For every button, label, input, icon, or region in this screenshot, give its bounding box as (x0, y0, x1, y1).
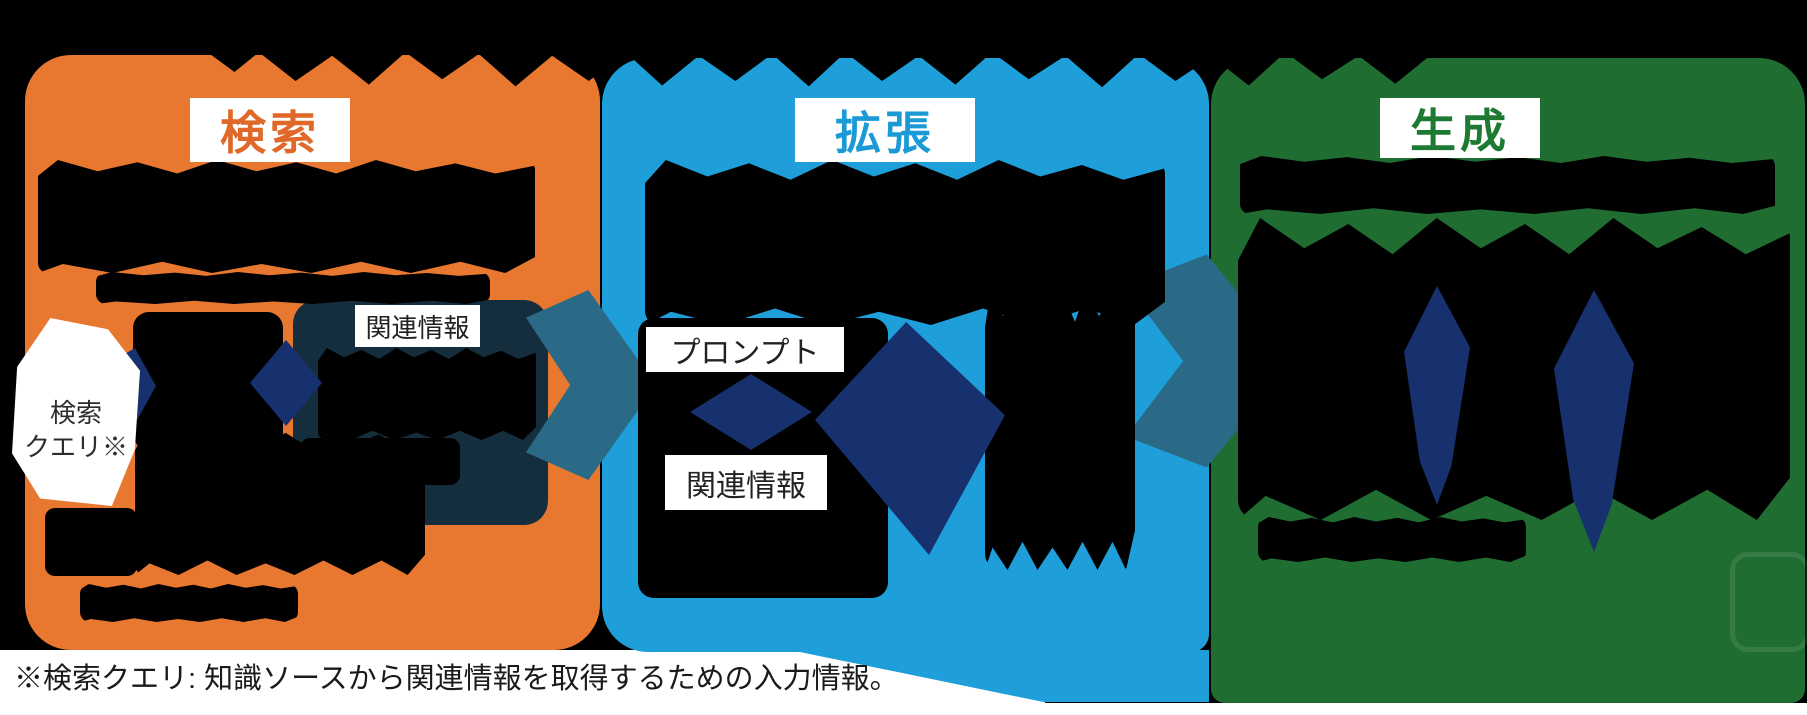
stage-label-retrieval: 検索 (190, 98, 350, 162)
obscured-generation-heading (1240, 156, 1775, 214)
footnote-text: ※検索クエリ: 知識ソースから関連情報を取得するための入力情報。 (14, 663, 899, 695)
obscured-panel-text (318, 348, 536, 440)
stage-label-augmentation: 拡張 (795, 98, 975, 162)
obscured-caption-fragment (45, 508, 137, 576)
obscured-augmentation-heading (645, 160, 1165, 325)
bottom-white-strip (0, 703, 1807, 715)
search-query-line1: 検索 (49, 398, 102, 428)
related-info-chip-augmentation: 関連情報 (665, 455, 827, 510)
stage-label-retrieval-text: 検索 (220, 107, 320, 159)
obscured-generation-caption (1258, 517, 1526, 562)
stage-label-augmentation-text: 拡張 (835, 107, 935, 159)
obscured-retrieval-heading (38, 160, 535, 273)
search-query-line2: クエリ※ (23, 432, 128, 462)
augmented-prompt-document-icon (985, 288, 1135, 570)
generation-flow-icons (1238, 218, 1790, 520)
prompt-chip-text: プロンプト (670, 336, 820, 370)
obscured-caption-line (80, 584, 298, 622)
related-info-chip-augmentation-text: 関連情報 (686, 469, 806, 503)
related-info-chip-retrieval: 関連情報 (355, 305, 480, 347)
obscured-panel-text-2 (300, 438, 460, 485)
prompt-chip: プロンプト (646, 327, 844, 372)
related-info-chip-retrieval-text: 関連情報 (365, 312, 470, 343)
corner-artifact (1730, 552, 1807, 652)
stage-label-generation-text: 生成 (1410, 105, 1510, 157)
search-query-bubble: 検索 クエリ※ (12, 318, 140, 506)
stage-label-generation: 生成 (1380, 98, 1540, 158)
search-query-bubble-text: 検索 クエリ※ (12, 396, 140, 464)
obscured-retrieval-subheading (96, 272, 490, 304)
